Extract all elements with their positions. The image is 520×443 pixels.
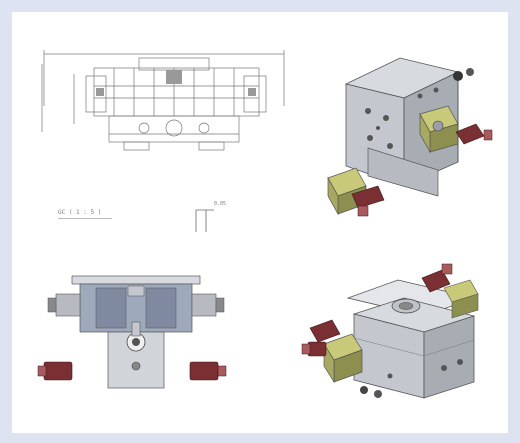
front-elevation-drawing	[34, 46, 296, 166]
section-underline	[58, 218, 112, 219]
dimension-symbol	[192, 204, 232, 234]
dimension-symbol-svg	[195, 209, 214, 232]
drawing-sheet: GC ( 1 : 5 ) 0.05	[12, 12, 508, 433]
isometric-view-back	[308, 36, 496, 226]
section-label: GC ( 1 : 5 )	[58, 209, 102, 216]
dimension-label: 0.05	[214, 201, 227, 207]
section-view	[36, 268, 236, 392]
isometric-front-svg	[301, 263, 479, 399]
isometric-view-front	[294, 258, 500, 428]
section-view-svg	[37, 275, 227, 389]
front-elevation-svg	[41, 50, 285, 151]
isometric-back-svg	[327, 57, 493, 217]
